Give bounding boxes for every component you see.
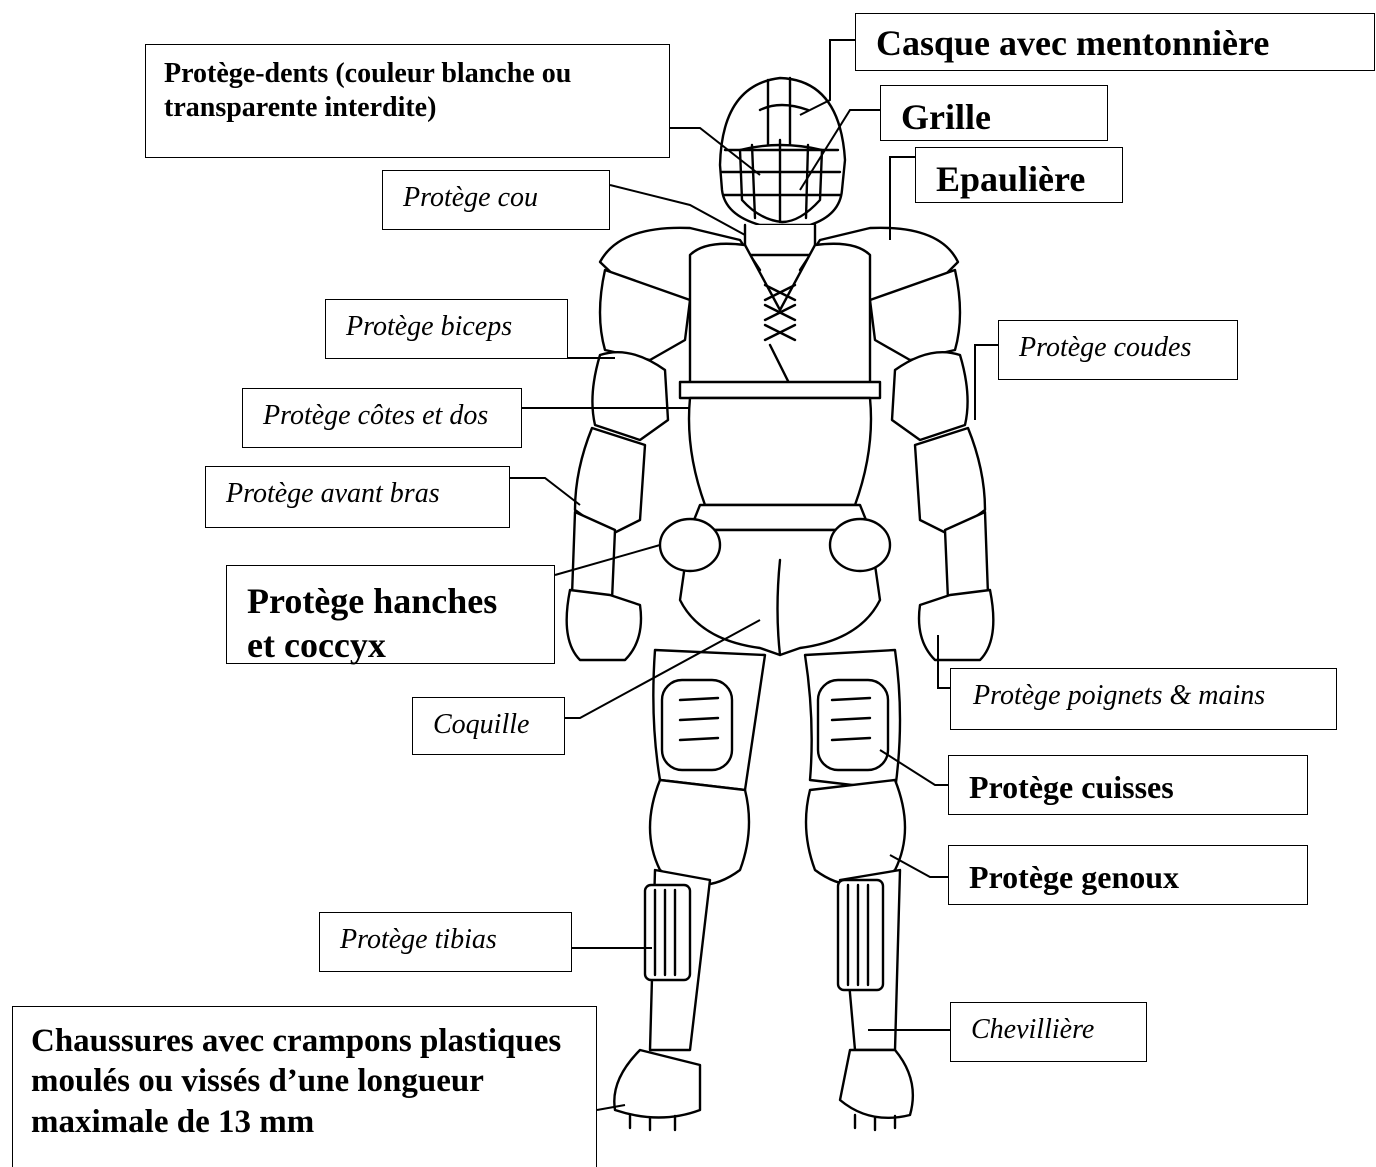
label-protege-dents: Protège-dents (couleur blanche ou transp… <box>145 44 670 158</box>
label-protege-poignets-text: Protège poignets & mains <box>973 679 1316 713</box>
label-protege-tibias: Protège tibias <box>319 912 572 972</box>
label-protege-genoux: Protège genoux <box>948 845 1308 905</box>
label-chevilliere: Chevillière <box>950 1002 1147 1062</box>
label-epauliere: Epaulière <box>915 147 1123 203</box>
label-protege-coudes: Protège coudes <box>998 320 1238 380</box>
label-grille: Grille <box>880 85 1108 141</box>
label-protege-hanches: Protège hanches et coccyx <box>226 565 555 664</box>
label-protege-poignets: Protège poignets & mains <box>950 668 1337 730</box>
label-protege-cou-text: Protège cou <box>403 181 589 215</box>
label-coquille-text: Coquille <box>433 708 544 742</box>
label-protege-biceps: Protège biceps <box>325 299 568 359</box>
label-epauliere-text: Epaulière <box>936 158 1102 202</box>
label-chaussures-text: Chaussures avec crampons plastiques moul… <box>31 1021 578 1142</box>
label-protege-dents-text: Protège-dents (couleur blanche ou transp… <box>164 57 651 125</box>
label-protege-biceps-text: Protège biceps <box>346 310 547 344</box>
label-protege-cotes-text: Protège côtes et dos <box>263 399 501 433</box>
label-protege-avant-bras-text: Protège avant bras <box>226 477 489 511</box>
label-grille-text: Grille <box>901 96 1087 140</box>
label-chevilliere-text: Chevillière <box>971 1013 1126 1047</box>
label-casque: Casque avec mentonnière <box>855 13 1375 71</box>
label-protege-cuisses: Protège cuisses <box>948 755 1308 815</box>
label-protege-cuisses-text: Protège cuisses <box>969 768 1287 807</box>
label-casque-text: Casque avec mentonnière <box>876 22 1354 66</box>
label-protege-genoux-text: Protège genoux <box>969 858 1287 897</box>
label-chaussures: Chaussures avec crampons plastiques moul… <box>12 1006 597 1167</box>
label-protege-coudes-text: Protège coudes <box>1019 331 1217 365</box>
player-drawing <box>567 78 994 1130</box>
label-protege-cou: Protège cou <box>382 170 610 230</box>
label-coquille: Coquille <box>412 697 565 755</box>
label-protege-tibias-text: Protège tibias <box>340 923 551 957</box>
label-protege-cotes: Protège côtes et dos <box>242 388 522 448</box>
label-protege-hanches-text: Protège hanches et coccyx <box>247 580 534 668</box>
label-protege-avant-bras: Protège avant bras <box>205 466 510 528</box>
